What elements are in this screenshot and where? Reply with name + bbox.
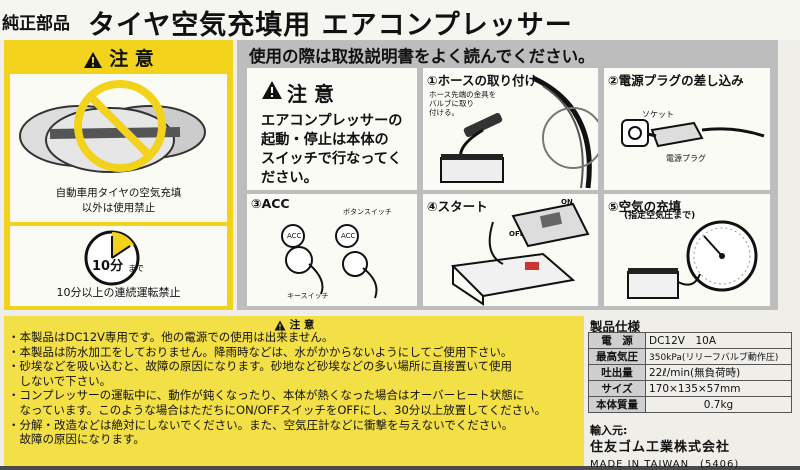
label-header: 純正部品 タイヤ空気充填用 エアコンプレッサー: [0, 0, 800, 41]
spec-value: 22ℓ/min(無負荷時): [645, 364, 792, 381]
prohibited-tire-icon: [19, 80, 206, 173]
pressure-gauge-illustration: [627, 220, 758, 299]
acc-label-left: ACC: [287, 232, 302, 240]
usage-notes-panel: 注 意 ・本製品はDC12V専用です。他の電源での使用は出来ません。 ・本製品は…: [4, 316, 584, 466]
prohibited-use-box: 自動車用タイヤの空気充填 以外は使用禁止: [10, 74, 227, 222]
step-fill: ⑤空気の充填 (指定空気圧まで): [604, 194, 770, 306]
left-caution-heading: 注 意: [4, 44, 233, 72]
step-hose-caption: ①ホースの取り付け: [427, 73, 537, 88]
socket-label: ソケット: [642, 110, 674, 119]
note-line: ・コンプレッサーの運転中に、動作が鈍くなったり、本体が熱くなった場合はオーバーヒ…: [8, 388, 525, 403]
power-plug-illustration: [621, 119, 765, 148]
spec-key: サイズ: [588, 380, 646, 397]
table-row: サイズ 170×135×57mm: [588, 380, 792, 397]
continuous-run-box: 10分 まで 10分以上の連続運転禁止: [10, 226, 227, 306]
button-switch-label: ボタンスイッチ: [343, 208, 392, 216]
specs-title: 製品仕様: [590, 319, 641, 334]
step-start: ④スタート ON OFF: [423, 194, 598, 306]
off-label: OFF: [509, 230, 525, 238]
product-specs: 製品仕様 電 源 DC12V 10A 最高気圧 350kPa(リリーフバルブ動作…: [588, 316, 800, 470]
spec-value: 170×135×57mm: [645, 380, 792, 397]
continuous-run-caption: 10分以上の連続運転禁止: [56, 286, 181, 299]
specs-table: 電 源 DC12V 10A 最高気圧 350kPa(リリーフバルブ動作圧) 吐出…: [588, 332, 792, 413]
step-start-caption: ④スタート: [427, 199, 488, 214]
left-caution-panel: 注 意 自動車用タイヤの空気充填 以外は使用禁止: [4, 40, 233, 310]
step-fill-subcaption: (指定空気圧まで): [624, 211, 696, 221]
usage-notes-heading: 注 意: [4, 317, 584, 332]
step-acc: ③ACC ボタンスイッチ ACC ACC キースイッチ: [247, 194, 417, 306]
warning-triangle-icon: [84, 51, 103, 68]
step-acc-caption: ③ACC: [251, 196, 290, 211]
note-line: ・砂埃などを吸い込むと、故障の原因になります。砂地など砂埃などの多い場所に直接置…: [8, 359, 513, 374]
clock-text: 10分: [92, 259, 124, 274]
spec-key: 最高気圧: [588, 348, 646, 365]
switch-caution-box: 注 意 エアコンプレッサーの 起動・停止は本体の スイッチで行なってく ださい。: [247, 68, 417, 190]
usage-notes-list: ・本製品はDC12V専用です。他の電源での使用は出来ません。 ・本製品は防水加工…: [8, 330, 546, 447]
prohibited-use-caption: 自動車用タイヤの空気充填 以外は使用禁止: [55, 187, 182, 214]
importer-name: 住友ゴム工業株式会社: [590, 440, 731, 455]
product-title: タイヤ空気充填用 エアコンプレッサー: [88, 10, 573, 41]
tire-valve-illustration: [440, 75, 598, 189]
spec-value: 0.7kg: [645, 396, 792, 413]
switch-caution-text: エアコンプレッサーの 起動・停止は本体の スイッチで行なってく ださい。: [261, 113, 403, 186]
note-line: しないで下さい。: [8, 373, 112, 388]
table-row: 吐出量 22ℓ/min(無負荷時): [588, 364, 792, 381]
key-switch-label: キースイッチ: [287, 292, 329, 300]
table-row: 最高気圧 350kPa(リリーフバルブ動作圧): [588, 348, 792, 365]
left-caution-heading-text: 注 意: [109, 48, 154, 70]
step-fill-caption: ⑤空気の充填: [608, 199, 682, 214]
spec-value: 350kPa(リリーフバルブ動作圧): [645, 348, 792, 365]
table-row: 本体質量 0.7kg: [588, 396, 792, 413]
step-hose: ①ホースの取り付け ホース先端の金具を バルブに取り 付ける。: [423, 68, 598, 190]
switch-caution-heading: 注 意: [287, 82, 334, 106]
warning-triangle-icon: [274, 320, 286, 330]
on-label: ON: [561, 198, 573, 206]
instructions-panel: 使用の際は取扱説明書をよく読んでください。 注 意 エアコンプレッサーの 起動・…: [237, 40, 778, 310]
made-in-text: MADE IN TAIWAN (5406): [590, 459, 740, 470]
compressor-start-illustration: [450, 202, 590, 306]
step-plug: ②電源プラグの差し込み ソケット 電源プラグ: [604, 68, 770, 190]
table-row: 電 源 DC12V 10A: [588, 332, 792, 349]
clock-icon: [84, 230, 140, 286]
clock-suffix: まで: [128, 264, 144, 273]
power-plug-label: 電源プラグ: [666, 154, 706, 163]
note-line: 故障の原因になります。: [8, 432, 145, 447]
note-line: ・分解・改造などは絶対にしないでください。また、空気圧計などに衝撃を与えないでく…: [8, 417, 514, 432]
warning-triangle-icon: [262, 81, 282, 99]
spec-key: 本体質量: [588, 396, 646, 413]
note-line: なっています。このような場合はただちにON/OFFスイッチをOFFにし、30分以…: [8, 402, 547, 417]
note-line: ・本製品はDC12V専用です。他の電源での使用は出来ません。: [8, 330, 334, 344]
acc-label-right: ACC: [341, 232, 356, 240]
step-plug-caption: ②電源プラグの差し込み: [608, 73, 744, 88]
spec-key: 電 源: [588, 332, 646, 349]
acc-switch-illustration: [281, 224, 378, 299]
note-line: ・本製品は防水加工をしておりません。降雨時などは、水がかからないようにしてご使用…: [8, 344, 513, 359]
spec-value: DC12V 10A: [645, 332, 792, 349]
instructions-title: 使用の際は取扱説明書をよく読んでください。: [249, 47, 595, 66]
spec-key: 吐出量: [588, 364, 646, 381]
genuine-parts-text: 純正部品: [2, 14, 70, 34]
step-hose-note: ホース先端の金具を バルブに取り 付ける。: [429, 90, 497, 117]
importer-label: 輸入元:: [590, 424, 628, 437]
